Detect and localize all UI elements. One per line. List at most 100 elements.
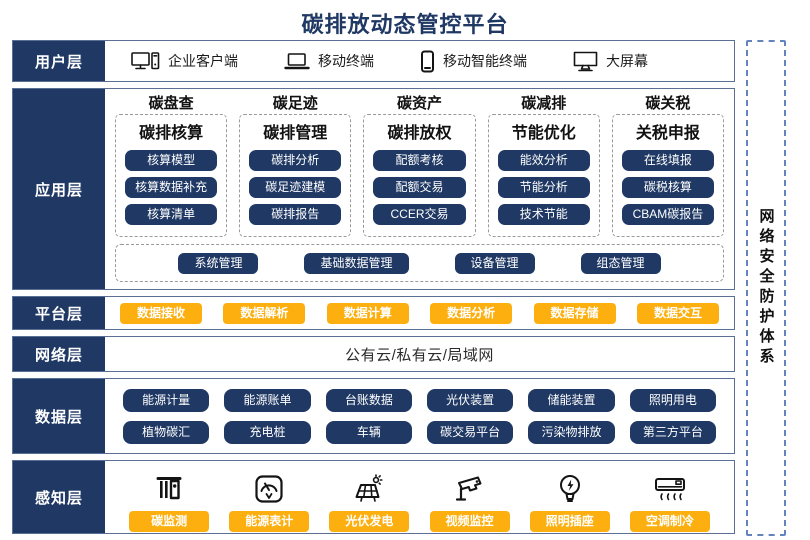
lightbulb-socket-icon (557, 466, 583, 504)
data-source: 碳交易平台 (427, 420, 514, 444)
perception-layer: 感知层 碳监测 能源表计 (12, 460, 735, 534)
data-source: 能源账单 (224, 388, 311, 412)
desktop-pc-icon (131, 51, 160, 72)
platform-module: 数据存储 (533, 302, 616, 324)
app-column-carbon-footprint: 碳足迹 碳排管理 碳排分析 碳足迹建模 碳排报告 (239, 94, 352, 237)
security-sidebar-label: 网络安全防护体系 (757, 208, 775, 368)
user-terminal-item: 移动终端 (284, 51, 374, 71)
perception-item: 碳监测 (119, 466, 219, 532)
app-column-box: 碳排管理 碳排分析 碳足迹建模 碳排报告 (239, 114, 352, 237)
network-layer-label: 网络层 (13, 337, 105, 371)
application-columns: 碳盘查 碳排核算 核算模型 核算数据补充 核算清单 碳足迹 碳排管理 (115, 94, 725, 237)
app-column-box: 碳排放权 配额考核 配额交易 CCER交易 (363, 114, 476, 237)
platform-module: 数据计算 (326, 302, 409, 324)
layer-stack: 用户层 企业客户端 移动终端 (12, 40, 735, 536)
app-column-header: 碳足迹 (272, 95, 318, 112)
user-layer-label: 用户层 (13, 41, 105, 81)
app-box-title: 碳排放权 (387, 125, 452, 142)
perception-item: 照明插座 (520, 466, 620, 532)
common-module: 组态管理 (580, 252, 661, 274)
common-management-box: 系统管理 基础数据管理 设备管理 组态管理 (115, 244, 724, 282)
data-source: 污染物排放 (528, 420, 615, 444)
data-source: 台账数据 (325, 388, 412, 412)
data-source: 车辆 (325, 420, 412, 444)
app-column-carbon-asset: 碳资产 碳排放权 配额考核 配额交易 CCER交易 (363, 94, 476, 237)
data-source: 能源计量 (123, 388, 210, 412)
app-box-title: 碳排管理 (263, 125, 328, 142)
user-layer-body: 企业客户端 移动终端 移动智能终端 (105, 41, 734, 81)
app-module: CBAM碳报告 (621, 204, 715, 225)
common-module: 设备管理 (454, 252, 535, 274)
app-column-carbon-inventory: 碳盘查 碳排核算 核算模型 核算数据补充 核算清单 (115, 94, 228, 237)
data-source: 储能装置 (528, 388, 615, 412)
user-terminal-label: 企业客户端 (168, 53, 238, 69)
perception-label: 视频监控 (429, 511, 510, 532)
app-module: 在线填报 (621, 150, 715, 171)
perception-label: 碳监测 (129, 511, 210, 532)
perception-label: 能源表计 (229, 511, 310, 532)
data-source: 第三方平台 (629, 420, 716, 444)
data-source: 充电桩 (224, 420, 311, 444)
user-layer: 用户层 企业客户端 移动终端 (12, 40, 735, 82)
app-column-box: 关税申报 在线填报 碳税核算 CBAM碳报告 (611, 114, 725, 237)
perception-layer-label: 感知层 (13, 461, 105, 533)
platform-layer-body: 数据接收 数据解析 数据计算 数据分析 数据存储 数据交互 (105, 297, 734, 329)
data-source: 光伏装置 (427, 388, 514, 412)
data-source: 植物碳汇 (123, 420, 210, 444)
perception-item: 能源表计 (219, 466, 319, 532)
network-layer-content: 公有云/私有云/局域网 (345, 346, 494, 364)
smartphone-icon (420, 50, 435, 73)
data-source: 照明用电 (629, 388, 716, 412)
data-layer: 数据层 能源计量 能源账单 台账数据 光伏装置 储能装置 照明用电 植物碳汇 充… (12, 378, 735, 454)
common-module: 系统管理 (178, 252, 259, 274)
user-terminal-label: 大屏幕 (606, 53, 648, 69)
user-terminal-label: 移动终端 (318, 53, 374, 69)
user-terminal-item: 移动智能终端 (420, 50, 527, 73)
app-module: 核算模型 (124, 150, 218, 171)
perception-item: 视频监控 (419, 466, 519, 532)
data-layer-label: 数据层 (13, 379, 105, 453)
carbon-monitor-icon (154, 466, 184, 504)
page-title: 碳排放动态管控平台 (301, 12, 509, 37)
app-module: 配额交易 (373, 177, 466, 198)
app-box-title: 关税申报 (635, 125, 700, 142)
app-module: CCER交易 (373, 204, 466, 225)
app-column-carbon-tariff: 碳关税 关税申报 在线填报 碳税核算 CBAM碳报告 (611, 94, 725, 237)
solar-power-icon (353, 466, 385, 504)
app-box-title: 碳排核算 (139, 125, 204, 142)
energy-meter-icon (254, 466, 284, 504)
user-terminal-item: 大屏幕 (573, 51, 648, 72)
app-module: 配额考核 (373, 150, 466, 171)
data-layer-body: 能源计量 能源账单 台账数据 光伏装置 储能装置 照明用电 植物碳汇 充电桩 车… (105, 379, 734, 453)
perception-item: 空调制冷 (620, 466, 720, 532)
app-box-title: 节能优化 (511, 125, 576, 142)
app-module: 碳排报告 (249, 204, 342, 225)
common-module: 基础数据管理 (304, 252, 409, 274)
application-layer-label: 应用层 (13, 89, 105, 289)
app-column-header: 碳关税 (645, 95, 691, 112)
security-sidebar: 网络安全防护体系 (746, 40, 786, 536)
perception-layer-body: 碳监测 能源表计 光伏发电 (105, 461, 734, 533)
application-layer: 应用层 碳盘查 碳排核算 核算模型 核算数据补充 核算清单 (12, 88, 735, 290)
app-module: 碳排分析 (249, 150, 342, 171)
app-module: 技术节能 (497, 204, 590, 225)
platform-module: 数据分析 (430, 302, 513, 324)
app-column-box: 节能优化 能效分析 节能分析 技术节能 (487, 114, 600, 237)
platform-module: 数据解析 (223, 302, 306, 324)
app-column-header: 碳减排 (521, 95, 567, 112)
app-column-header: 碳资产 (397, 95, 443, 112)
app-module: 碳税核算 (621, 177, 715, 198)
cctv-camera-icon (454, 466, 486, 504)
platform-module: 数据交互 (636, 302, 719, 324)
user-terminal-label: 移动智能终端 (443, 53, 527, 69)
perception-item: 光伏发电 (319, 466, 419, 532)
app-module: 碳足迹建模 (249, 177, 342, 198)
app-column-carbon-reduction: 碳减排 节能优化 能效分析 节能分析 技术节能 (487, 94, 600, 237)
perception-label: 空调制冷 (629, 511, 710, 532)
air-conditioner-icon (654, 466, 686, 504)
user-terminal-item: 企业客户端 (131, 51, 238, 72)
app-module: 节能分析 (497, 177, 590, 198)
platform-layer-label: 平台层 (13, 297, 105, 329)
perception-label: 照明插座 (529, 511, 610, 532)
application-layer-body: 碳盘查 碳排核算 核算模型 核算数据补充 核算清单 碳足迹 碳排管理 (105, 89, 734, 289)
